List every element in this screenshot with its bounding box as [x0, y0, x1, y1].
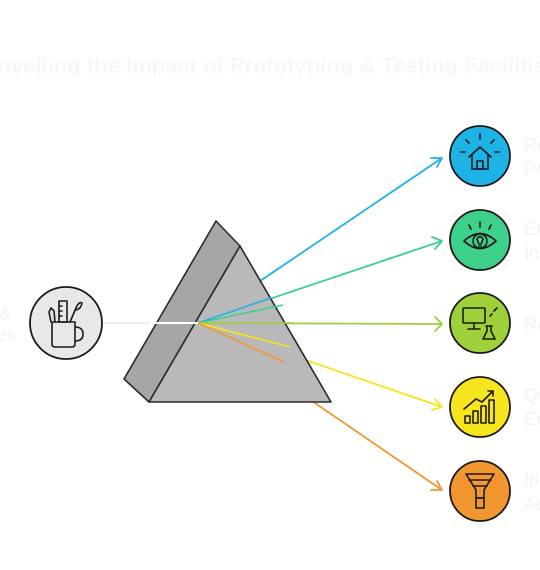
eye-lightbulb-icon	[463, 221, 497, 250]
source-label: Resources & Facilities	[0, 303, 16, 345]
label-reduced-costs: Reduced Product Costs	[524, 135, 540, 179]
source-label-line-1: Resources &	[0, 303, 11, 323]
diagram-title: Unveiling the Impact of Prototyping & Te…	[0, 53, 540, 78]
computer-flask-icon	[462, 307, 498, 340]
refracted-beams-on-prism	[150, 297, 293, 363]
label-increased-accuracy: Increased Accuracy	[524, 470, 540, 514]
prism	[123, 220, 332, 403]
node-reduced-costs	[449, 125, 511, 187]
node-rd	[449, 292, 511, 354]
growth-chart-icon	[463, 390, 495, 424]
design-tools-cup-icon	[48, 300, 84, 348]
node-quality-enhancement	[449, 376, 511, 438]
label-quality-enhancement: Quality Enhancement	[524, 385, 540, 429]
house-icon	[460, 133, 500, 170]
node-increased-accuracy	[449, 460, 511, 522]
funnel-icon	[465, 473, 495, 509]
node-enhanced-innovation	[449, 209, 511, 271]
label-rd: R&D	[524, 314, 540, 334]
label-enhanced-innovation: Enhanced Innovation	[524, 219, 540, 263]
source-label-line-2: Facilities	[0, 325, 16, 345]
source-node	[29, 286, 103, 360]
